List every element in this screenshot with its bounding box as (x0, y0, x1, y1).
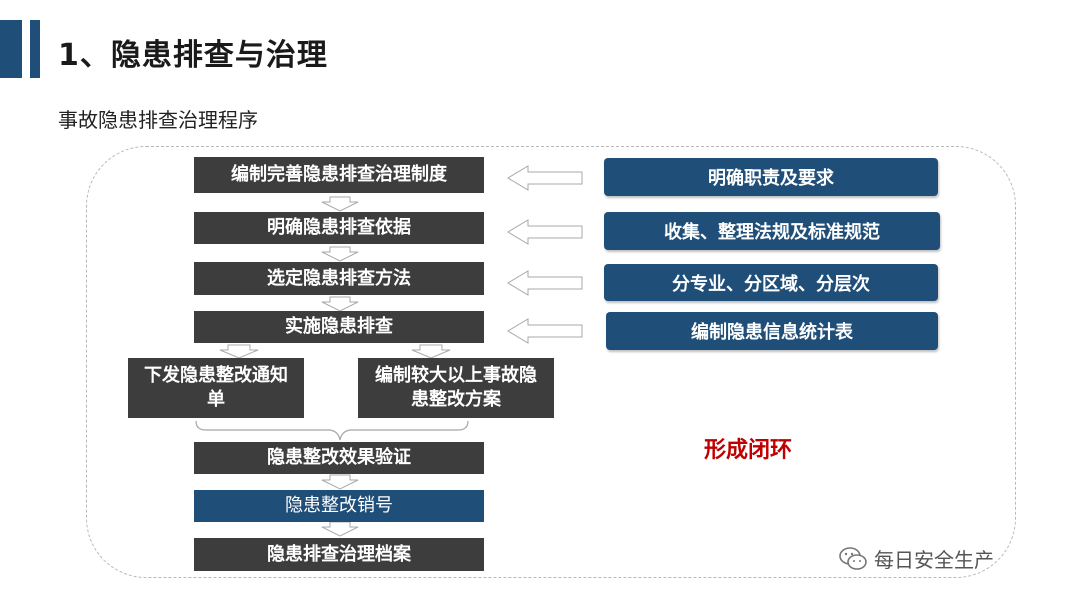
down-arrow-2 (321, 246, 359, 262)
flow-step-verify: 隐患整改效果验证 (194, 442, 484, 474)
input-box-3: 分专业、分区域、分层次 (604, 264, 938, 301)
flow-branch-right: 编制较大以上事故隐患整改方案 (358, 358, 554, 418)
flow-step-1: 编制完善隐患排查治理制度 (194, 157, 484, 193)
down-arrow-3 (321, 296, 359, 312)
title-accent-bar-thin (30, 20, 40, 78)
loop-frame (86, 146, 1016, 578)
left-arrow-4 (507, 318, 583, 344)
left-arrow-3 (507, 270, 583, 296)
down-arrow-5 (321, 521, 359, 537)
wechat-icon (839, 546, 867, 570)
closed-loop-label: 形成闭环 (704, 438, 793, 463)
flow-step-archive: 隐患排查治理档案 (194, 538, 484, 571)
flow-step-3: 选定隐患排查方法 (194, 262, 484, 295)
flow-step-close-out: 隐患整改销号 (194, 490, 484, 522)
down-arrow-1 (321, 196, 359, 212)
down-arrow-left (219, 344, 259, 359)
flow-step-2: 明确隐患排查依据 (194, 212, 484, 244)
left-arrow-2 (507, 219, 583, 245)
input-box-4: 编制隐患信息统计表 (606, 312, 938, 350)
input-box-1: 明确职责及要求 (604, 158, 938, 196)
title-accent-bar (0, 20, 22, 78)
watermark: 每日安全生产 (838, 544, 994, 573)
down-arrow-4 (321, 474, 359, 490)
merge-bracket (195, 420, 469, 441)
page-subtitle: 事故隐患排查治理程序 (58, 108, 258, 132)
down-arrow-right (411, 344, 451, 359)
flow-step-4: 实施隐患排查 (194, 311, 484, 343)
watermark-text: 每日安全生产 (874, 548, 994, 572)
input-box-2: 收集、整理法规及标准规范 (604, 212, 940, 250)
left-arrow-1 (507, 165, 583, 191)
flow-branch-left: 下发隐患整改通知单 (128, 358, 304, 418)
page-title: 1、隐患排查与治理 (58, 38, 328, 73)
